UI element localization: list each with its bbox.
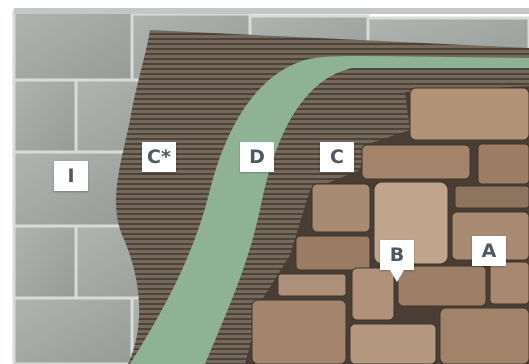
label-A-text: A <box>482 242 497 261</box>
label-B: B <box>380 240 414 270</box>
label-I: I <box>54 161 88 191</box>
label-B-text: B <box>390 246 404 265</box>
label-I-text: I <box>67 167 74 186</box>
label-A: A <box>472 236 506 266</box>
label-C-text: C <box>330 148 344 167</box>
label-C-star-text: C* <box>147 148 171 167</box>
label-D: D <box>240 142 274 172</box>
label-C: C <box>320 142 354 172</box>
label-C-star: C* <box>142 142 176 172</box>
label-D-text: D <box>249 148 265 167</box>
